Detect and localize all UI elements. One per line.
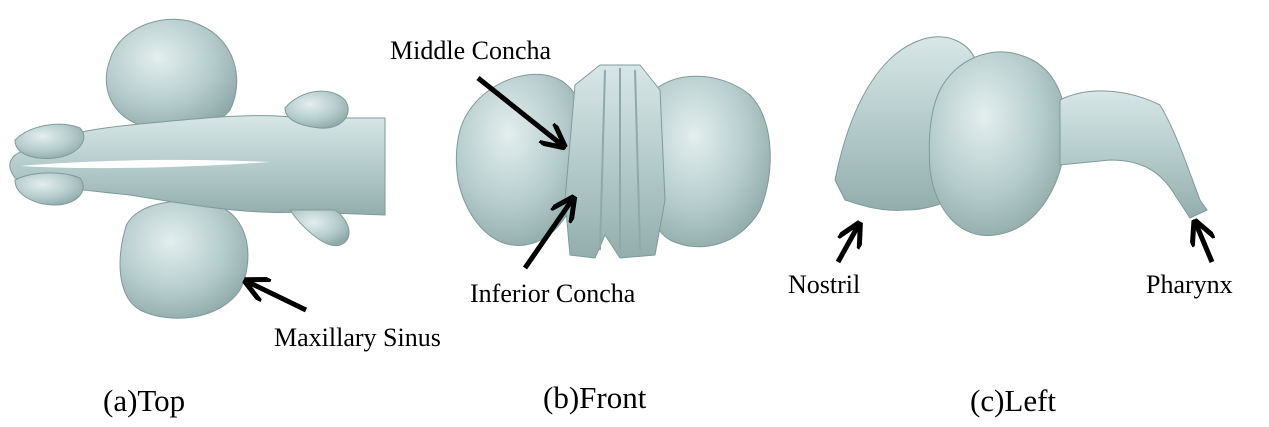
label-maxillary-sinus: Maxillary Sinus [274,323,441,353]
arrow-nostril [838,226,858,262]
anterior-tip-lower [15,173,83,205]
top-view-model [10,19,385,318]
label-middle-concha: Middle Concha [390,36,551,66]
label-nostril: Nostril [788,270,860,300]
label-inferior-concha: Inferior Concha [470,279,635,309]
caption-left: (c)Left [970,383,1056,419]
left-view-model [835,37,1207,236]
caption-top: (a)Top [103,383,185,419]
posterior-passage [1060,91,1207,218]
posterior-bulb-lower [290,210,349,246]
front-view-model [456,65,770,258]
lower-maxillary-lobe [120,201,248,318]
label-pharynx: Pharynx [1146,270,1233,300]
arrow-maxillary-sinus [248,282,306,310]
central-conchae [565,65,665,258]
arrow-pharynx [1196,224,1212,262]
upper-maxillary-lobe [106,19,237,130]
caption-front: (b)Front [543,380,646,416]
maxillary-bulge [929,52,1066,236]
